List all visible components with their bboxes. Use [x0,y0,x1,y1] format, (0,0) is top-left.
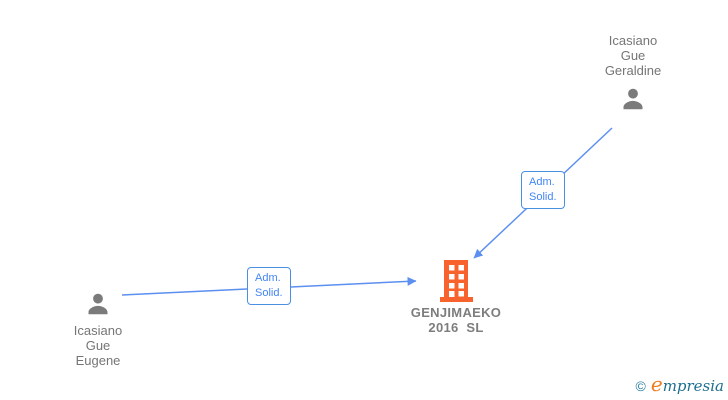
copyright-icon: © [635,378,646,394]
empresia-logo[interactable]: © e mpresia [635,372,724,396]
node-shareholder-geraldine[interactable]: Icasiano Gue Geraldine [570,33,696,114]
brand-initial: e [650,372,663,396]
node-shareholder-eugene[interactable]: Icasiano Gue Eugene [38,289,158,368]
brand-name: mpresia [662,377,724,395]
edge-label-adm-solid-eugene: Adm. Solid. [247,267,291,305]
company-name[interactable]: GENJIMAEKO 2016 SL [410,305,502,335]
person-name-geraldine[interactable]: Icasiano Gue Geraldine [604,33,662,78]
edge-label-adm-solid-geraldine: Adm. Solid. [521,171,565,209]
person-name-eugene[interactable]: Icasiano Gue Eugene [73,323,123,368]
node-company-genjimaeko[interactable]: GENJIMAEKO 2016 SL [391,260,521,335]
person-icon[interactable] [618,84,648,114]
person-icon[interactable] [83,289,113,319]
building-icon[interactable] [438,260,475,302]
